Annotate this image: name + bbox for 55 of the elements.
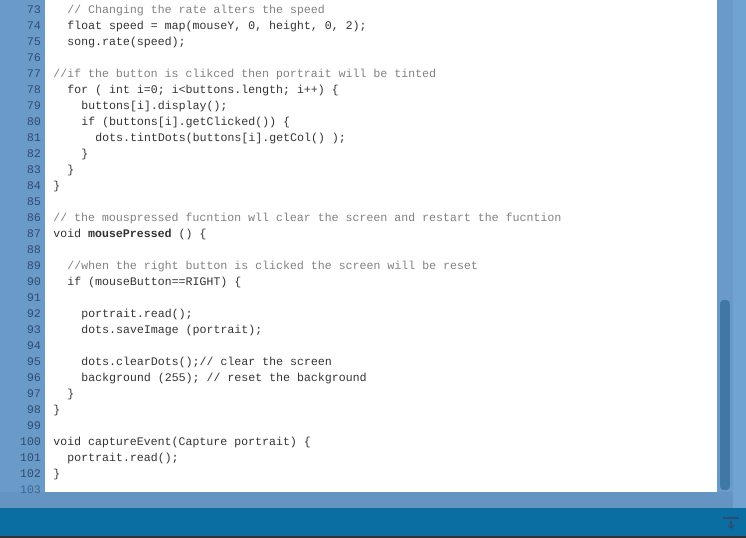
line-number: 99 — [28, 421, 40, 430]
code-line: song.rate(speed); — [68, 36, 184, 48]
code-line: float speed = map(mouseY, 0, height, 0, 2); — [68, 20, 364, 32]
code-line: portrait.read(); — [82, 308, 190, 320]
code-line: dots.clearDots();// clear the screen — [82, 356, 331, 368]
line-number: 93 — [28, 325, 40, 334]
line-number: 88 — [28, 245, 40, 254]
line-number: 94 — [28, 341, 40, 350]
line-number: 76 — [28, 53, 40, 62]
line-number: 83 — [28, 165, 40, 174]
line-number: 77 — [28, 69, 40, 77]
code-line: } — [54, 180, 59, 192]
line-number: 103 — [20, 485, 40, 494]
line-number: 80 — [28, 117, 40, 126]
line-number: 90 — [28, 277, 40, 286]
line-number: 95 — [28, 357, 40, 366]
code-line: background (255); // reset the background — [82, 372, 366, 384]
code-line: } — [54, 404, 59, 416]
code-line: // Changing the rate alters the speed — [68, 4, 324, 16]
code-line: // the mouspressed fucntion wll clear the screen and restart the fucntion — [54, 212, 560, 224]
code-line: buttons[i].display(); — [82, 100, 225, 112]
line-number: 78 — [28, 85, 40, 94]
line-number: 74 — [28, 21, 40, 29]
line-number: 73 — [28, 5, 40, 14]
line-number: 100 — [20, 437, 40, 446]
code-line: for ( int i=0; i<buttons.length; i++) { — [68, 84, 338, 96]
code-line: } — [68, 164, 73, 176]
line-number: 96 — [28, 373, 40, 382]
line-number: 101 — [20, 453, 40, 462]
code-line: if (mouseButton==RIGHT) { — [68, 276, 240, 288]
line-number: 98 — [28, 405, 40, 414]
code-line: portrait.read(); — [68, 452, 176, 464]
line-number: 79 — [28, 101, 40, 110]
line-number: 102 — [20, 469, 40, 478]
code-line: } — [54, 468, 59, 480]
code-line: void mousePressed () { — [54, 228, 206, 240]
code-line: //if the button is clikced then portrait will be tinted — [54, 68, 435, 80]
line-number: 97 — [28, 389, 40, 398]
code-line: //when the right button is clicked the screen will be reset — [68, 260, 477, 272]
code-line: } — [68, 388, 73, 400]
code-line: dots.tintDots(buttons[i].getCol() ); — [96, 132, 344, 144]
line-number: 92 — [28, 309, 40, 318]
line-number: 84 — [28, 181, 40, 190]
code-line: } — [82, 148, 87, 160]
line-number: 91 — [28, 293, 40, 302]
line-number: 86 — [28, 213, 40, 222]
line-number: 89 — [28, 261, 40, 270]
line-number: 75 — [28, 37, 40, 46]
code-line: void captureEvent(Capture portrait) { — [54, 436, 310, 448]
line-number: 87 — [28, 229, 40, 238]
line-number: 81 — [28, 133, 40, 142]
code-line: dots.saveImage (portrait); — [82, 324, 260, 336]
line-number: 85 — [28, 197, 40, 206]
line-number: 82 — [28, 149, 40, 158]
code-line: if (buttons[i].getClicked()) { — [82, 116, 290, 128]
